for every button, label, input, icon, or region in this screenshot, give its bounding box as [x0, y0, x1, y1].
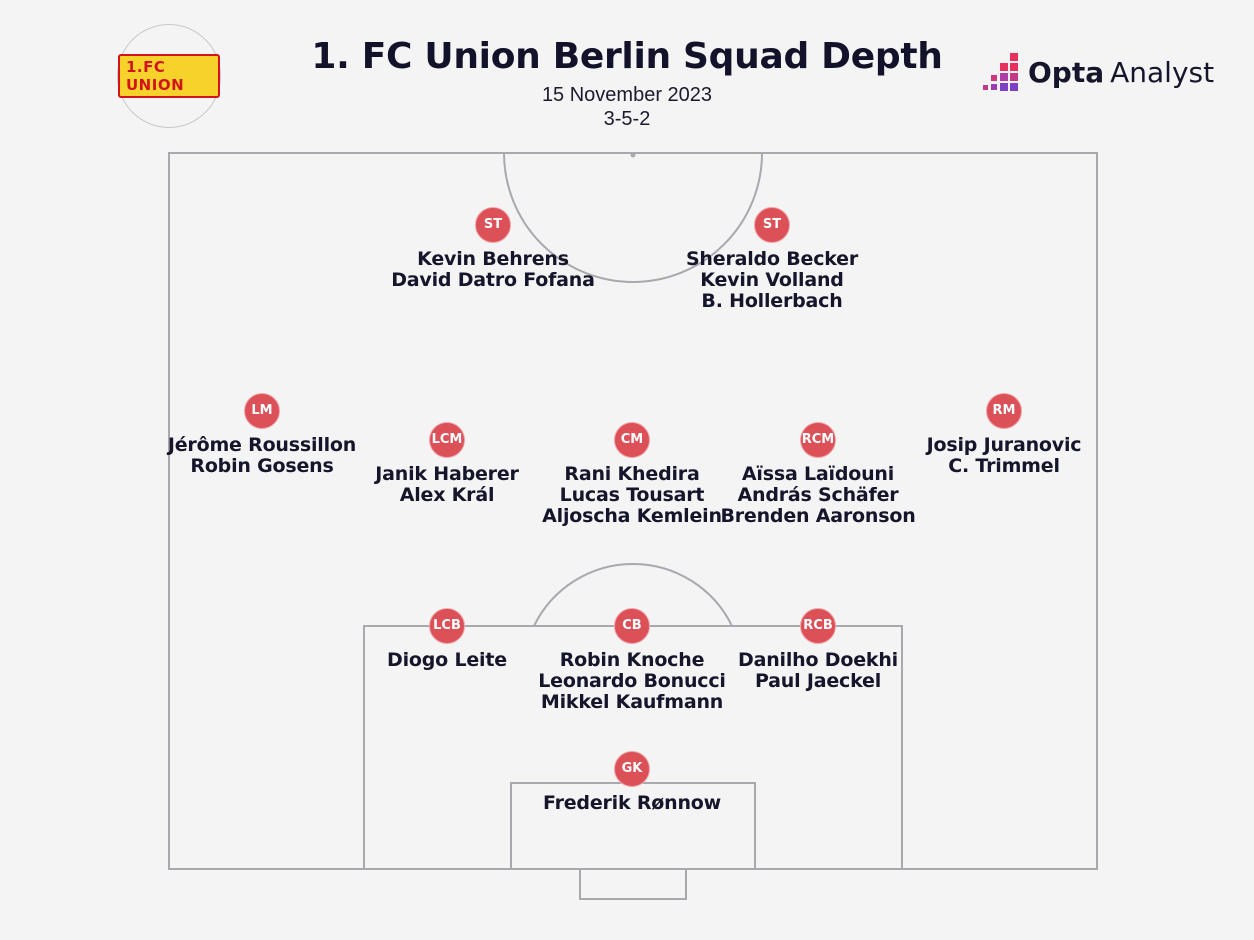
player-list: Janik Haberer Alex Král	[327, 464, 567, 506]
player-name: Frederik Rønnow	[543, 792, 721, 814]
player-name: Aïssa Laïdouni	[741, 463, 895, 485]
position-badge: ST	[475, 207, 511, 243]
player-name: Kevin Volland	[700, 269, 844, 291]
position-st-left: ST Kevin Behrens David Datro Fofana	[373, 207, 613, 291]
position-gk: GK Frederik Rønnow	[512, 751, 752, 814]
player-name: Brenden Aaronson	[720, 505, 916, 527]
position-badge: RCM	[800, 422, 836, 458]
player-list: Diogo Leite	[327, 650, 567, 671]
position-rcm: RCM Aïssa Laïdouni András Schäfer Brende…	[698, 422, 938, 527]
center-spot	[630, 152, 636, 158]
date-label: 15 November 2023	[541, 84, 713, 106]
player-list: Rani Khedira Lucas Tousart Aljoscha Keml…	[512, 464, 752, 527]
position-cm: CM Rani Khedira Lucas Tousart Aljoscha K…	[512, 422, 752, 527]
position-badge: RM	[986, 393, 1022, 429]
player-list: Kevin Behrens David Datro Fofana	[373, 249, 613, 291]
player-name: David Datro Fofana	[391, 269, 595, 291]
position-badge: GK	[614, 751, 650, 787]
player-name: C. Trimmel	[948, 455, 1060, 477]
player-name: Aljoscha Kemlein	[542, 505, 722, 527]
position-rm: RM Josip Juranovic C. Trimmel	[884, 393, 1124, 477]
player-name: Leonardo Bonucci	[538, 670, 726, 692]
player-name: Robin Gosens	[190, 455, 334, 477]
player-name: Jérôme Roussillon	[167, 434, 357, 456]
player-name: Alex Král	[399, 484, 495, 506]
player-name: Robin Knoche	[559, 649, 705, 671]
position-lcm: LCM Janik Haberer Alex Král	[327, 422, 567, 506]
center-circle	[503, 152, 763, 283]
position-badge: LCM	[429, 422, 465, 458]
player-name: Paul Jaeckel	[754, 670, 882, 692]
position-badge: ST	[754, 207, 790, 243]
player-name: Mikkel Kaufmann	[540, 691, 724, 713]
page-title: 1. FC Union Berlin Squad Depth	[311, 36, 943, 77]
player-name: András Schäfer	[737, 484, 899, 506]
position-rcb: RCB Danilho Doekhi Paul Jaeckel	[698, 608, 938, 692]
position-badge: LCB	[429, 608, 465, 644]
player-name: Sheraldo Becker	[685, 248, 859, 270]
player-name: Kevin Behrens	[417, 248, 569, 270]
player-name: Lucas Tousart	[559, 484, 705, 506]
player-name: Danilho Doekhi	[738, 649, 898, 671]
penalty-arc	[533, 563, 733, 627]
player-name: Janik Haberer	[375, 463, 519, 485]
club-crest-logo: 1.FC UNION	[117, 24, 221, 128]
player-list: Josip Juranovic C. Trimmel	[884, 435, 1124, 477]
position-badge: CM	[614, 422, 650, 458]
player-name: B. Hollerbach	[701, 290, 843, 312]
player-list: Robin Knoche Leonardo Bonucci Mikkel Kau…	[512, 650, 752, 713]
brand-name-bold: Opta	[1028, 55, 1105, 89]
goal	[579, 868, 687, 900]
player-list: Jérôme Roussillon Robin Gosens	[142, 435, 382, 477]
player-list: Frederik Rønnow	[512, 793, 752, 814]
position-lcb: LCB Diogo Leite	[327, 608, 567, 671]
player-name: Rani Khedira	[564, 463, 700, 485]
position-badge: LM	[244, 393, 280, 429]
opta-bars-icon	[983, 53, 1018, 91]
brand-name-light: Analyst	[1110, 55, 1215, 89]
player-list: Sheraldo Becker Kevin Volland B. Hollerb…	[652, 249, 892, 312]
club-crest-mark: 1.FC UNION	[118, 54, 220, 98]
player-list: Aïssa Laïdouni András Schäfer Brenden Aa…	[698, 464, 938, 527]
player-list: Danilho Doekhi Paul Jaeckel	[698, 650, 938, 692]
formation-label: 3-5-2	[603, 108, 651, 130]
position-badge: CB	[614, 608, 650, 644]
position-badge: RCB	[800, 608, 836, 644]
opta-analyst-logo: Opta Analyst	[980, 50, 1214, 94]
player-name: Josip Juranovic	[926, 434, 1082, 456]
position-cb: CB Robin Knoche Leonardo Bonucci Mikkel …	[512, 608, 752, 713]
position-lm: LM Jérôme Roussillon Robin Gosens	[142, 393, 382, 477]
player-name: Diogo Leite	[387, 649, 507, 671]
position-st-right: ST Sheraldo Becker Kevin Volland B. Holl…	[652, 207, 892, 312]
